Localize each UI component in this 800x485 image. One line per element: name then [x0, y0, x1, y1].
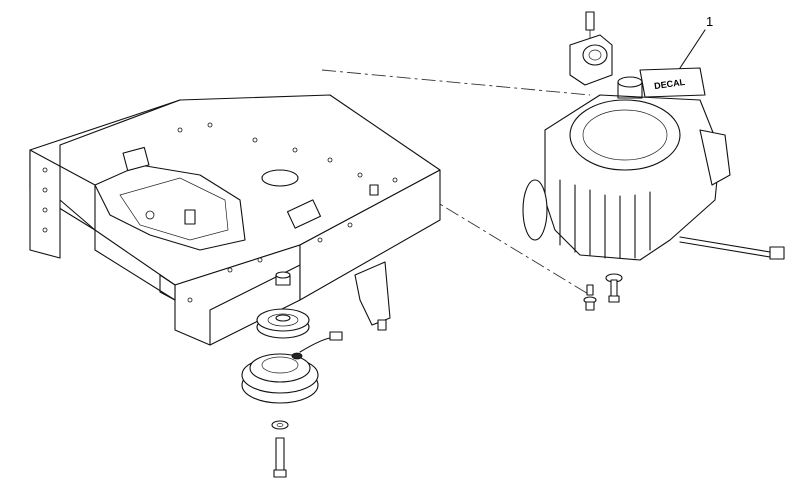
callout-1: 1 — [679, 14, 713, 69]
decal-text: DECAL — [654, 77, 687, 91]
decal: DECAL — [639, 67, 706, 98]
muffler-bracket — [569, 11, 613, 86]
frame-holes — [42, 122, 398, 303]
engine — [522, 76, 785, 261]
pulley — [256, 271, 310, 339]
clutch-bolt — [271, 420, 289, 478]
callout-label: 1 — [706, 14, 713, 29]
engine-mount-hardware — [583, 273, 623, 311]
frame-chassis — [29, 94, 441, 346]
pto-clutch — [241, 331, 343, 404]
